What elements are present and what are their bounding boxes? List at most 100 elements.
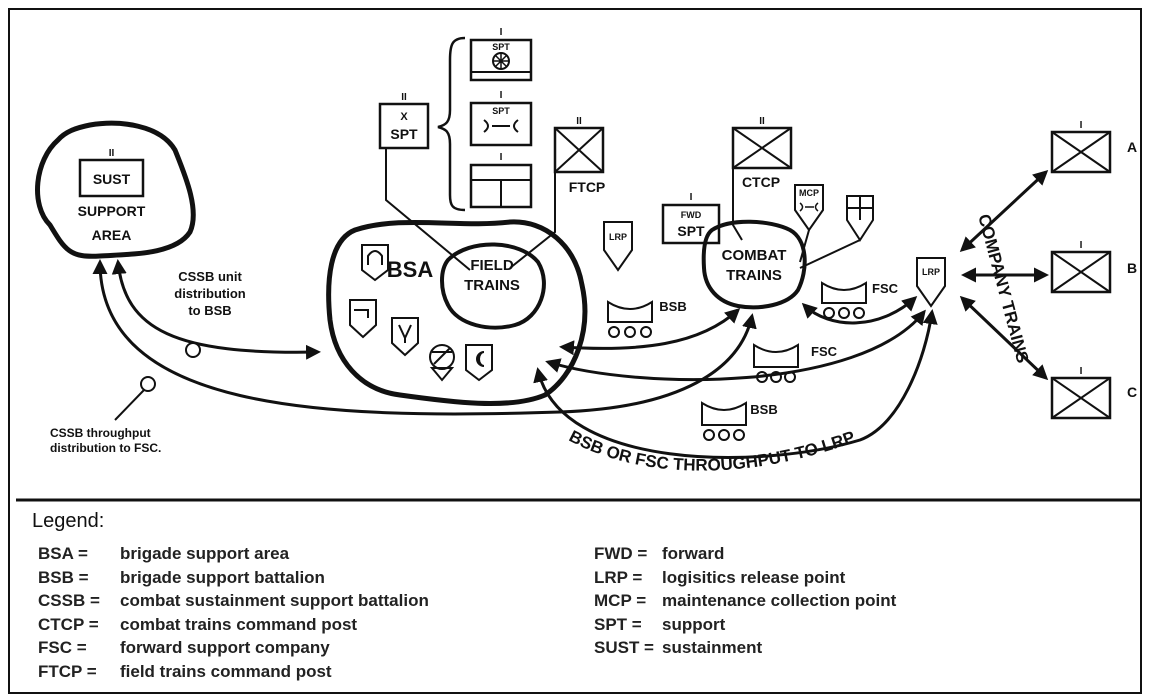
legend-meaning: forward <box>662 544 725 563</box>
grouping-brace <box>437 36 466 212</box>
support-area-label-1: SUPPORT <box>78 203 146 219</box>
bsb-lower-label: BSB <box>750 402 777 417</box>
combat-trains-label-1: COMBAT <box>722 247 787 264</box>
legend-title: Legend: <box>32 510 105 532</box>
legend-meaning: sustainment <box>662 638 763 657</box>
legend-abbr: FSC = <box>38 638 87 657</box>
legend-row: FTCP =field trains command post <box>38 660 429 684</box>
throughput-lrp-label: BSB OR FSC THROUGHPUT TO LRP <box>566 427 857 475</box>
mcp-point: MCP <box>794 184 824 263</box>
cssb-unit-callout <box>185 342 201 358</box>
throughput-lrp-arrow <box>533 309 938 459</box>
fsc-vehicle-right: FSC <box>821 281 899 319</box>
company-trains-label: COMPANY TRAINS <box>974 212 1032 365</box>
ctcp-echelon: II <box>759 116 765 127</box>
company-c-label: C <box>1127 384 1137 400</box>
legend-abbr: CSSB = <box>38 591 100 610</box>
legend-meaning: brigade support battalion <box>120 567 325 587</box>
spt-x-echelon: II <box>401 92 407 103</box>
ftcp-label: FTCP <box>569 179 606 195</box>
company-b-echelon: I <box>1080 240 1083 251</box>
company-a: I A <box>1050 120 1137 174</box>
fwd-spt-echelon: I <box>690 192 693 203</box>
bsa-area: BSA FIELD TRAINS <box>326 219 588 406</box>
fsc-right-label: FSC <box>872 281 899 296</box>
legend-row: LRP = logisitics release point <box>594 566 896 590</box>
legend-row: BSA =brigade support area <box>38 542 429 566</box>
legend-row: CTCP = combat trains command post <box>38 613 429 637</box>
legend-abbr: CTCP = <box>38 614 99 634</box>
ctcp-unit: II CTCP <box>731 116 793 241</box>
legend-right-column: FWD = forward LRP = logisitics release poi… <box>594 542 896 660</box>
spt-medical-label: SPT <box>492 42 510 52</box>
company-a-echelon: I <box>1080 120 1083 131</box>
lrp-middle: LRP <box>603 221 633 272</box>
legend-abbr: LRP = <box>594 567 643 587</box>
cssb-through-text-2: distribution to FSC. <box>50 441 161 455</box>
lrp-right: LRP <box>916 257 946 308</box>
bsb-upper-label: BSB <box>659 299 686 314</box>
ftcp-unit: II FTCP <box>509 116 606 269</box>
bsa-label: BSA <box>387 257 434 282</box>
field-trains-label-1: FIELD <box>470 257 513 274</box>
spt-x-label: SPT <box>390 126 418 142</box>
fwd-spt-line1: FWD <box>681 210 702 220</box>
legend-abbr: FWD = <box>594 544 648 563</box>
bsa-subsistence-symbol <box>465 344 493 382</box>
flow-arrows <box>92 169 1049 459</box>
spt-supply-echelon: I <box>500 152 503 163</box>
support-area-label-2: AREA <box>92 227 132 243</box>
ctcp-label: CTCP <box>742 174 780 190</box>
fwd-spt-unit: I FWD SPT <box>661 192 721 245</box>
spt-medical-echelon: I <box>500 27 503 38</box>
legend-meaning: combat trains command post <box>120 614 358 634</box>
diagram-frame <box>8 8 1142 694</box>
sust-echelon: II <box>109 148 115 159</box>
legend-meaning: forward support company <box>120 638 330 657</box>
legend-row: MCP = maintenance collection point <box>594 589 896 613</box>
lrp-middle-label: LRP <box>609 232 627 242</box>
legend-abbr: SUST = <box>594 638 654 657</box>
cssb-unit-text-1: CSSB unit <box>178 269 242 284</box>
supply-point <box>799 195 874 269</box>
legend-abbr: FTCP = <box>38 661 97 681</box>
bsb-vehicle-lower: BSB <box>701 401 778 441</box>
combat-trains-lrp-arrow <box>801 295 918 325</box>
bsb-vehicle-upper: BSB <box>607 299 687 338</box>
legend-meaning: logisitics release point <box>662 567 846 587</box>
company-a-label: A <box>1127 139 1137 155</box>
bsa-medical-symbol <box>361 244 389 282</box>
cssb-through-text-1: CSSB throughput <box>50 426 151 440</box>
legend-meaning: maintenance collection point <box>662 591 897 610</box>
legend-row: SPT =support <box>594 613 896 637</box>
cssb-unit-text-3: to BSB <box>188 303 231 318</box>
bsa-ammo-symbol <box>429 344 455 382</box>
company-c: I C <box>1050 366 1137 420</box>
legend-row: FWD = forward <box>594 542 896 566</box>
spt-x-unit: II X SPT <box>378 92 471 271</box>
sust-label: SUST <box>93 171 131 187</box>
sust-unit-symbol <box>78 158 145 198</box>
legend: Legend: BSA =brigade support area BSB = b… <box>22 510 1132 681</box>
ftcp-echelon: II <box>576 116 582 127</box>
legend-abbr: BSB = <box>38 567 89 587</box>
legend-abbr: MCP = <box>594 591 647 610</box>
spt-supply-unit: I <box>469 152 533 209</box>
legend-row: FSC = forward support company <box>38 636 429 660</box>
cssb-throughput-callout <box>140 376 156 392</box>
cssb-throughput-arrow <box>92 259 757 416</box>
field-trains-label-2: TRAINS <box>464 277 520 294</box>
spt-maintenance-label: SPT <box>492 106 510 116</box>
legend-row: BSB = brigade support battalion <box>38 566 429 590</box>
cssb-unit-text-2: distribution <box>174 286 246 301</box>
legend-row: SUST = sustainment <box>594 636 896 660</box>
company-c-echelon: I <box>1080 366 1083 377</box>
combat-trains-label-2: TRAINS <box>726 267 782 284</box>
spt-maintenance-echelon: I <box>500 90 503 101</box>
lrp-company-c-arrow <box>959 295 1049 381</box>
lrp-company-a-arrow <box>959 169 1049 253</box>
mcp-label: MCP <box>799 188 819 198</box>
fwd-spt-line2: SPT <box>677 223 705 239</box>
legend-abbr: SPT = <box>594 614 642 634</box>
company-b: I B <box>1050 240 1137 294</box>
